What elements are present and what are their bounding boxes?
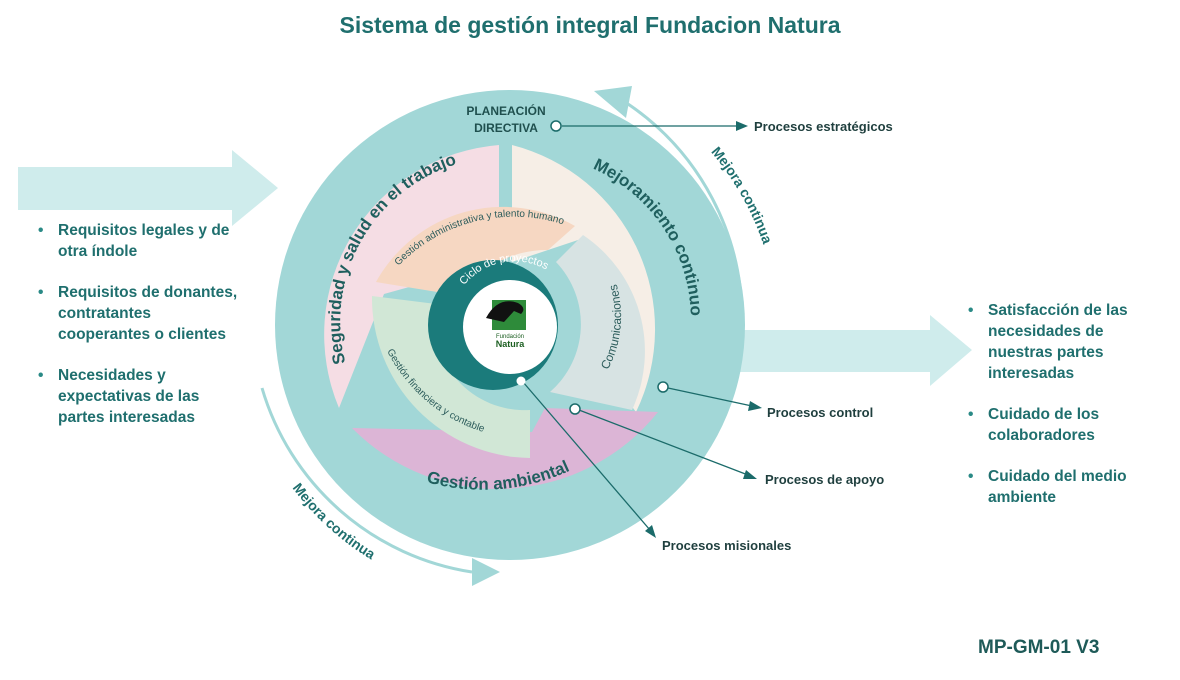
input-item: Requisitos de donantes, contratantes coo… — [36, 282, 241, 345]
sector-administrativa — [376, 206, 575, 296]
sector-comunicaciones — [550, 235, 645, 410]
planeacion-line-2: DIRECTIVA — [474, 121, 538, 135]
node-misionales — [516, 376, 526, 386]
mejora-arc-bottom — [260, 387, 473, 574]
node-apoyo — [569, 403, 581, 415]
output-results-list: Satisfacción de las necesidades de nuest… — [966, 300, 1171, 528]
output-item: Satisfacción de las necesidades de nuest… — [966, 300, 1171, 384]
pointer-apoyo — [578, 409, 749, 476]
pointer-control — [667, 387, 753, 407]
pointer-misionales — [522, 381, 651, 531]
input-arrow — [18, 150, 278, 226]
input-requirements-list: Requisitos legales y de otra índole Requ… — [36, 220, 241, 448]
arrowhead-misionales — [645, 525, 656, 538]
sector-financiera — [371, 296, 530, 458]
page-title: Sistema de gestión integral Fundacion Na… — [339, 12, 841, 38]
logo-text-1: Fundación — [496, 334, 524, 340]
logo-text-2: Natura — [496, 339, 526, 349]
mejora-arrowhead-bottom — [472, 558, 500, 586]
planeacion-line-1: PLANEACIÓN — [466, 103, 545, 118]
document-code: MP-GM-01 V3 — [978, 637, 1100, 658]
mejora-arc-top — [627, 102, 744, 323]
input-item: Necesidades y expectativas de las partes… — [36, 365, 241, 428]
output-item: Cuidado de los colaboradores — [966, 404, 1171, 446]
label-misionales: Procesos misionales — [662, 538, 791, 553]
arrowhead-estrategicos — [736, 121, 748, 131]
arrowhead-apoyo — [743, 470, 757, 479]
output-arrow — [735, 315, 972, 386]
label-control: Procesos control — [767, 405, 873, 420]
node-control — [657, 381, 669, 393]
arrowhead-control — [748, 401, 762, 411]
input-item: Requisitos legales y de otra índole — [36, 220, 241, 262]
output-item: Cuidado del medio ambiente — [966, 466, 1171, 508]
label-estrategicos: Procesos estratégicos — [754, 119, 893, 134]
mejora-arrowhead-top — [594, 86, 632, 118]
logo-icon: Fundación Natura — [486, 300, 526, 349]
node-estrategicos — [550, 120, 562, 132]
label-apoyo: Procesos de apoyo — [765, 472, 884, 487]
